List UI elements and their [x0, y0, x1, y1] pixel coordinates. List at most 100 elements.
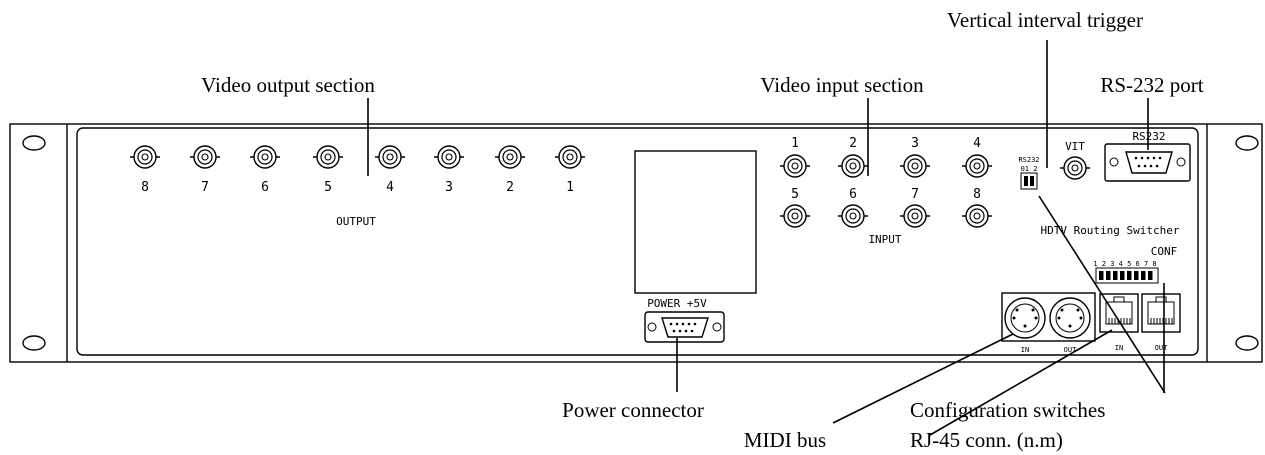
rj45-in-label: IN	[1115, 344, 1123, 352]
model-label: HDTV Routing Switcher	[1040, 224, 1179, 237]
midi-out-label: OUT	[1064, 346, 1077, 354]
output-number-2: 2	[506, 180, 514, 195]
midi-connectors: IN OUT	[1001, 292, 1096, 354]
conf-lever-7	[1141, 271, 1146, 280]
callout-rs232-port: RS-232 port	[1100, 73, 1203, 97]
leader-lines	[367, 40, 1166, 436]
output-bnc-6	[250, 145, 280, 169]
rack-hole-bottom-right	[1235, 335, 1259, 351]
leader-rj45	[929, 329, 1113, 436]
output-bnc-3	[434, 145, 464, 169]
rs232-dsub-shell	[1125, 151, 1173, 174]
midi-out-din-jack	[1049, 297, 1091, 339]
rs232-screw-left	[1109, 157, 1119, 167]
rack-hole-top-left	[22, 135, 46, 151]
input-bnc-3	[900, 154, 930, 178]
output-bnc-7	[190, 145, 220, 169]
input-bnc-2	[838, 154, 868, 178]
rs232-screw-right	[1176, 157, 1186, 167]
midi-in-label: IN	[1021, 346, 1029, 354]
output-bnc-1	[555, 145, 585, 169]
rj45-in-jack	[1099, 293, 1139, 333]
output-number-1: 1	[566, 180, 574, 195]
output-bnc-2	[495, 145, 525, 169]
conf-numbers: 1 2 3 4 5 6 7 8	[1093, 260, 1156, 268]
rack-hole-top-right	[1235, 135, 1259, 151]
conf-dip-switch: CONF 1 2 3 4 5 6 7 8	[1093, 245, 1178, 284]
rs232-switch-lever-2	[1030, 176, 1034, 186]
output-number-5: 5	[324, 180, 332, 195]
rj45-out-label: OUT	[1155, 344, 1168, 352]
conf-lever-4	[1120, 271, 1125, 280]
rack-chassis	[9, 123, 1263, 363]
callout-video-input: Video input section	[760, 73, 924, 97]
input-bnc-6	[838, 204, 868, 228]
callout-power-connector: Power connector	[562, 398, 704, 422]
inner-panel	[76, 127, 1199, 356]
conf-lever-5	[1127, 271, 1132, 280]
power-screw-left	[647, 322, 657, 332]
callout-config-switches: Configuration switches	[910, 398, 1105, 422]
input-bnc-8	[962, 204, 992, 228]
input-number-7: 7	[911, 187, 919, 202]
midi-in-din-jack	[1004, 297, 1046, 339]
power-screw-right	[712, 322, 722, 332]
callout-rj45: RJ-45 conn. (n.m)	[910, 428, 1063, 452]
conf-lever-3	[1113, 271, 1118, 280]
midi-frame	[1001, 292, 1096, 342]
input-number-2: 2	[849, 136, 857, 151]
output-bnc-4	[375, 145, 405, 169]
blank-cover-plate	[634, 150, 757, 294]
output-number-4: 4	[386, 180, 394, 195]
output-number-6: 6	[261, 180, 269, 195]
conf-label: CONF	[1151, 245, 1178, 258]
rack-hole-bottom-left	[22, 335, 46, 351]
power-plate	[644, 311, 725, 343]
rj45-out-jack	[1141, 293, 1181, 333]
conf-lever-2	[1106, 271, 1111, 280]
vit-bnc-connector: VIT	[1060, 140, 1090, 180]
input-number-8: 8	[973, 187, 981, 202]
callout-vit-trigger: Vertical interval trigger	[947, 8, 1143, 32]
output-number-7: 7	[201, 180, 209, 195]
rs232-port-connector: RS232	[1104, 130, 1191, 182]
output-bnc-5	[313, 145, 343, 169]
input-bnc-1	[780, 154, 810, 178]
power-dsub-shell	[661, 317, 709, 338]
power-connector: POWER +5V	[644, 297, 725, 343]
output-number-3: 3	[445, 180, 453, 195]
vit-label: VIT	[1065, 140, 1085, 153]
callout-midi-bus: MIDI bus	[744, 428, 826, 452]
leader-midi	[832, 333, 1014, 424]
rs232-select-switch: RS232 01 2	[1018, 156, 1040, 190]
conf-switch-levers	[1099, 271, 1153, 280]
rs232-switch-lever-1	[1024, 176, 1028, 186]
rs232-port-label: RS232	[1132, 130, 1165, 143]
rs232-dsub-pins	[1134, 156, 1162, 168]
rs232-switch-numbers: 01 2	[1021, 165, 1038, 173]
input-number-6: 6	[849, 187, 857, 202]
conf-switch-body	[1095, 267, 1159, 284]
callout-video-output: Video output section	[201, 73, 375, 97]
output-bnc-8	[130, 145, 160, 169]
output-label: OUTPUT	[336, 215, 376, 228]
output-bnc-group: 8 7 6 5 4 3 2 1	[130, 145, 585, 195]
input-label: INPUT	[868, 233, 901, 246]
rs232-switch-body	[1020, 172, 1038, 190]
conf-lever-1	[1099, 271, 1104, 280]
power-dsub-pins	[669, 322, 697, 333]
conf-lever-6	[1134, 271, 1139, 280]
vit-bnc	[1060, 156, 1090, 180]
rj45-connectors: IN OUT	[1099, 293, 1181, 352]
leader-config-a	[1038, 195, 1166, 394]
input-bnc-4	[962, 154, 992, 178]
input-bnc-5	[780, 204, 810, 228]
input-number-3: 3	[911, 136, 919, 151]
input-bnc-7	[900, 204, 930, 228]
power-label: POWER +5V	[647, 297, 707, 310]
input-number-4: 4	[973, 136, 981, 151]
output-number-8: 8	[141, 180, 149, 195]
conf-lever-8	[1148, 271, 1153, 280]
